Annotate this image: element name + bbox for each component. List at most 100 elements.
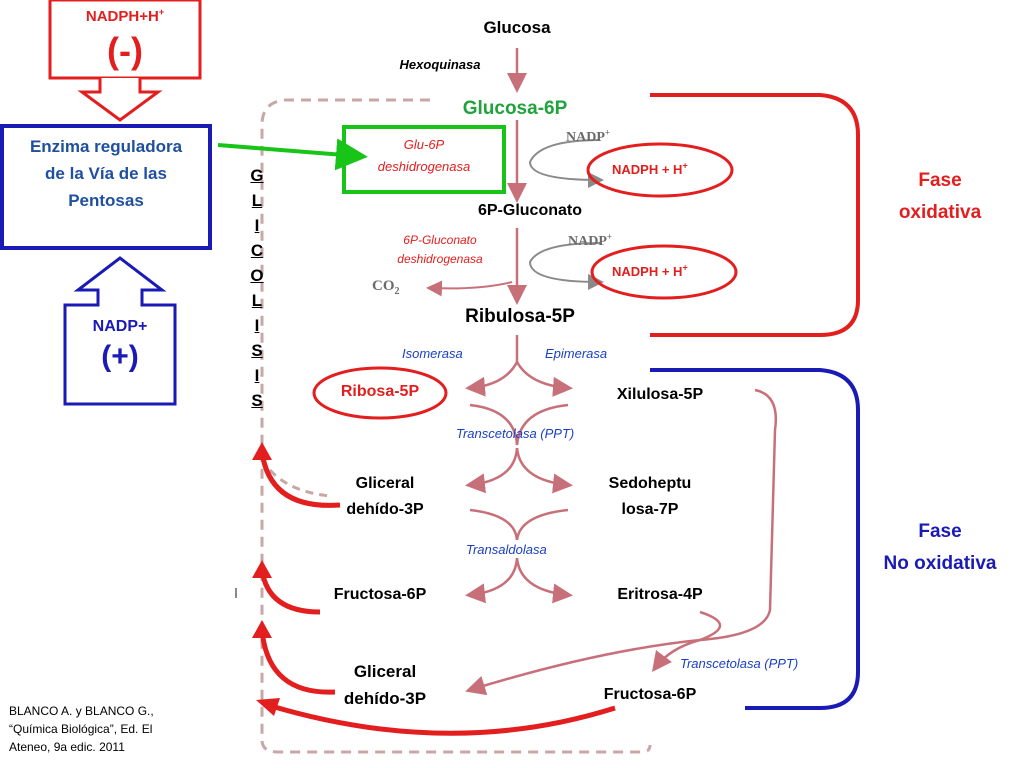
metabolite-sedoheptulosa-7p-line1: Sedoheptu bbox=[608, 475, 692, 492]
cofactor-nadph-2: NADPH + H+ bbox=[612, 262, 688, 279]
arrow-to-ribosa bbox=[465, 361, 519, 397]
metabolite-glucosa: Glucosa bbox=[483, 18, 551, 37]
enzyme-isomerasa: Isomerasa bbox=[402, 346, 463, 361]
phase-oxidative-line2: oxidativa bbox=[898, 202, 982, 223]
citation-line2: “Química Biológica”, Ed. El bbox=[9, 722, 153, 736]
return-arrow-gliceraldehido-b-head bbox=[252, 620, 272, 638]
enzyme-g6pdh-line1: Glu-6P bbox=[403, 137, 445, 152]
arrow-tk2-to-gliceraldehido bbox=[465, 638, 701, 696]
arrow-tk1-left-out bbox=[465, 447, 519, 494]
phase-non-oxidative-line1: Fase bbox=[918, 521, 962, 542]
cofactor-nadph-1-text: NADPH + H bbox=[612, 162, 683, 177]
cofactor-nadp-1: NADP+ bbox=[566, 127, 611, 146]
metabolite-ribulosa-5p: Ribulosa-5P bbox=[465, 306, 575, 327]
metabolite-xilulosa-5p: Xilulosa-5P bbox=[616, 386, 704, 403]
metabolite-fructosa-6p-left: Fructosa-6P bbox=[333, 586, 427, 603]
enzyme-g6pdh-line2: deshidrogenasa bbox=[377, 159, 471, 174]
regulator-line3: Pentosas bbox=[68, 191, 144, 210]
return-arrow-gliceraldehido-b bbox=[259, 629, 336, 695]
arrow-to-xilulosa bbox=[515, 361, 573, 397]
arrow-eritrosa-to-tk2 bbox=[651, 610, 722, 672]
inhibitor-cofactor-charge: + bbox=[158, 7, 165, 17]
arrow-ta-right-in bbox=[515, 508, 569, 541]
metabolite-gliceraldehido-3p-b-line1: Gliceral bbox=[353, 662, 417, 681]
enzyme-transaldolasa: Transaldolasa bbox=[466, 542, 547, 557]
activator-hollow-arrow bbox=[63, 256, 177, 406]
glycolysis-letter: G bbox=[250, 166, 264, 185]
nadph-1-ellipse bbox=[586, 142, 734, 198]
glycolysis-dashed-outline bbox=[260, 98, 652, 754]
enzyme-pgdh-line2: deshidrogenasa bbox=[397, 252, 483, 266]
activator-sign: (+) bbox=[101, 340, 139, 373]
arrow-tk1-right-out bbox=[515, 447, 573, 494]
return-arrow-gliceraldehido-a-head bbox=[252, 442, 272, 460]
phase-non-oxidative-line2: No oxidativa bbox=[883, 553, 997, 574]
regulator-line1: Enzima reguladora bbox=[29, 137, 183, 156]
metabolite-glucosa-6p: Glucosa-6P bbox=[462, 98, 568, 119]
metabolite-eritrosa-4p: Eritrosa-4P bbox=[617, 586, 703, 603]
cofactor-nadp-1-charge: + bbox=[604, 127, 611, 138]
return-arrow-fructosa-bottom bbox=[267, 702, 616, 736]
metabolite-gliceraldehido-3p-a-line2: dehído-3P bbox=[346, 501, 424, 518]
arrow-xilulosa-loop bbox=[699, 388, 778, 642]
metabolite-fructosa-6p-bottom: Fructosa-6P bbox=[603, 686, 697, 703]
glycolysis-dashed-segment bbox=[268, 468, 331, 498]
arrow-nadp-curve-2 bbox=[528, 242, 604, 290]
enzyme-pgdh-line1: 6P-Gluconato bbox=[403, 233, 477, 247]
glycolysis-letter: O bbox=[250, 266, 264, 285]
return-arrow-gliceraldehido-a bbox=[259, 451, 341, 508]
glycolysis-letter: L bbox=[251, 191, 263, 210]
regulator-line2: de la Vía de las bbox=[45, 164, 167, 183]
metabolite-gliceraldehido-3p-b-line2: dehído-3P bbox=[343, 689, 427, 708]
nadph-2-ellipse bbox=[590, 244, 738, 300]
metabolite-gliceraldehido-3p-a-line1: Gliceral bbox=[355, 475, 415, 492]
glycolysis-letter: C bbox=[250, 241, 264, 260]
inhibitor-hollow-arrow bbox=[77, 78, 163, 122]
citation-line1: BLANCO A. y BLANCO G., bbox=[9, 704, 154, 718]
regulator-box bbox=[0, 124, 212, 250]
return-arrow-fructosa-bottom-head bbox=[256, 698, 280, 716]
arrow-ta-left-in bbox=[469, 508, 519, 541]
cofactor-nadp-1-text: NADP bbox=[566, 130, 605, 145]
activator-cofactor: NADP+ bbox=[92, 318, 148, 335]
glycolysis-letter: I bbox=[254, 366, 260, 385]
cofactor-nadp-2-charge: + bbox=[606, 231, 613, 242]
arrow-co2 bbox=[426, 280, 513, 297]
citation-line3: Ateneo, 9a edic. 2011 bbox=[9, 740, 125, 754]
cofactor-co2-sub: 2 bbox=[394, 286, 400, 297]
cofactor-nadp-2-text: NADP bbox=[568, 234, 607, 249]
inhibitor-sign: (-) bbox=[107, 30, 143, 71]
ribosa-5p-ellipse bbox=[312, 366, 448, 420]
glycolysis-letter: S bbox=[251, 391, 263, 410]
metabolite-ribosa-5p: Ribosa-5P bbox=[340, 383, 420, 400]
enzyme-transcetolasa-1: Transcetolasa (PPT) bbox=[456, 426, 575, 441]
cofactor-nadph-1-charge: + bbox=[682, 160, 688, 171]
glycolysis-letter: I bbox=[254, 316, 260, 335]
enzyme-transcetolasa-2: Transcetolasa (PPT) bbox=[680, 656, 799, 671]
non-oxidative-phase-bracket bbox=[650, 368, 860, 710]
metabolite-sedoheptulosa-7p-line2: losa-7P bbox=[621, 501, 679, 518]
metabolite-6p-gluconato: 6P-Gluconato bbox=[477, 202, 582, 219]
glycolysis-letter: S bbox=[251, 341, 263, 360]
cofactor-nadph-1: NADPH + H+ bbox=[612, 160, 688, 177]
arrow-tk1-right-in bbox=[515, 403, 569, 446]
cofactor-co2-text: CO bbox=[372, 278, 395, 294]
enzyme-hexoquinasa: Hexoquinasa bbox=[399, 57, 481, 72]
cofactor-nadph-2-charge: + bbox=[682, 262, 688, 273]
oxidative-phase-bracket bbox=[650, 93, 860, 337]
glycolysis-letter: L bbox=[251, 291, 263, 310]
arrow-ta-left-out bbox=[465, 557, 519, 604]
arrow-ta-right-out bbox=[515, 557, 573, 604]
cofactor-nadph-2-text: NADPH + H bbox=[612, 264, 683, 279]
phase-oxidative-line1: Fase bbox=[918, 170, 962, 191]
inhibitor-cofactor: NADPH+H+ bbox=[50, 7, 200, 26]
arrow-nadp-curve-1 bbox=[528, 139, 604, 188]
return-arrow-fructosa-left-head bbox=[252, 560, 272, 578]
cofactor-co2: CO2 bbox=[372, 278, 400, 297]
arrow-tk1-left-in bbox=[469, 403, 519, 446]
g6pdh-to-regulator-arrow bbox=[217, 138, 368, 171]
cofactor-nadp-2: NADP+ bbox=[568, 231, 613, 250]
